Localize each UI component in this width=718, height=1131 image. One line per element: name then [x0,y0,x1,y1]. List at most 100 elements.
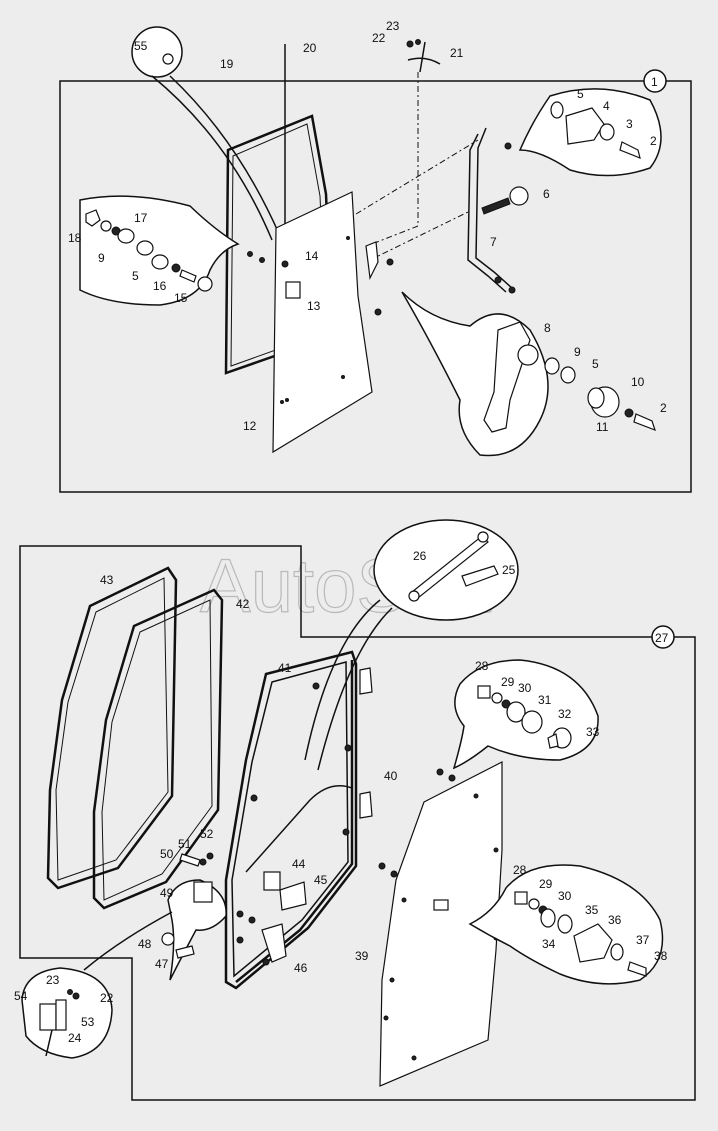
bracket-54 [39,1003,57,1031]
label-48: 48 [138,937,152,951]
hinge-21 [407,41,441,73]
label-19: 19 [220,57,234,71]
panel-hole [341,375,345,379]
seal-42-inner [101,599,213,901]
bolt-38 [627,961,647,977]
bolt-47 [175,945,195,959]
bolt-16 [179,269,197,283]
knob-48 [161,932,175,946]
seal-42 [92,588,224,910]
callout-27-label: 27 [655,631,669,645]
alignment-lines [355,72,479,261]
screw [247,251,253,257]
screw [436,768,444,776]
washer-5a [550,101,564,119]
label-13: 13 [307,299,321,313]
panel-hole [401,897,407,903]
label-42: 42 [236,597,250,611]
part-22 [406,40,414,48]
door-bar [245,785,353,873]
bolt-50 [179,853,201,867]
label-28a: 28 [475,659,489,673]
washer-16 [171,263,181,273]
screw [386,258,394,266]
screw [344,744,352,752]
washer-35 [557,914,573,934]
label-50: 50 [160,847,174,861]
bushing-31 [506,701,526,723]
label-16: 16 [153,279,167,293]
label-14: 14 [305,249,319,263]
spacer-28b [514,891,528,905]
spacer [433,899,449,911]
label-3: 3 [626,117,633,131]
seal-43-inner [55,577,169,881]
part-23 [415,39,421,45]
detail-bubble-hinge [21,967,113,1059]
bolt-2b [633,413,656,432]
washer-37 [610,943,624,961]
label-40: 40 [384,769,398,783]
label-30b: 30 [558,889,572,903]
detail-bubble-55 [131,26,183,78]
label-20: 20 [303,41,317,55]
screw [236,910,244,918]
leader-hinge [83,911,173,971]
screw [236,936,244,944]
washer-5c [560,366,576,384]
label-22b: 22 [100,991,114,1005]
label-32: 32 [558,707,572,721]
washer-34 [540,908,556,928]
detail-bubble-latch [401,291,549,457]
label-21: 21 [450,46,464,60]
part-22b [72,992,80,1000]
screw [504,142,512,150]
bracket-13 [285,281,301,299]
door-frame-41-inner [231,661,349,978]
panel-hole [346,236,350,240]
label-33: 33 [586,725,600,739]
screw [374,308,382,316]
callout-1-circle [643,69,667,93]
screw [262,958,270,966]
label-36: 36 [608,913,622,927]
label-5c: 5 [592,357,599,371]
panel-hole [383,1015,389,1021]
glass-panel-12 [272,191,373,454]
bottom-frame [19,545,696,1101]
bushing-10-face [587,387,605,409]
screw [494,276,502,284]
label-35: 35 [585,903,599,917]
callout-27-circle [651,625,675,649]
label-25: 25 [502,563,516,577]
nut-52 [206,852,214,860]
label-26: 26 [413,549,427,563]
spacer-28a [477,685,491,699]
label-41: 41 [278,661,292,675]
label-52: 52 [200,827,214,841]
bottom-assembly: 27 [19,519,696,1101]
label-22: 22 [372,31,386,45]
label-5b: 5 [132,269,139,283]
label-2a: 2 [650,134,657,148]
label-43: 43 [100,573,114,587]
panel-hole [493,847,499,853]
washer-9a [117,228,135,244]
bolt-2a [619,141,641,159]
part-14 [281,260,289,268]
bushing-36 [573,923,613,963]
part-labels: 55 19 20 23 22 21 5 4 3 2 6 7 17 18 9 5 … [14,19,668,1045]
panel-hole [280,400,284,404]
label-47: 47 [155,957,169,971]
cap-15 [197,276,213,292]
label-9a: 9 [98,251,105,265]
label-23: 23 [386,19,400,33]
washer-5b [136,240,154,256]
screw [390,870,398,878]
pin-24 [45,1029,53,1057]
label-49: 49 [160,886,174,900]
panel-hole [411,1055,417,1061]
bushing-32 [521,710,543,734]
label-7: 7 [490,235,497,249]
